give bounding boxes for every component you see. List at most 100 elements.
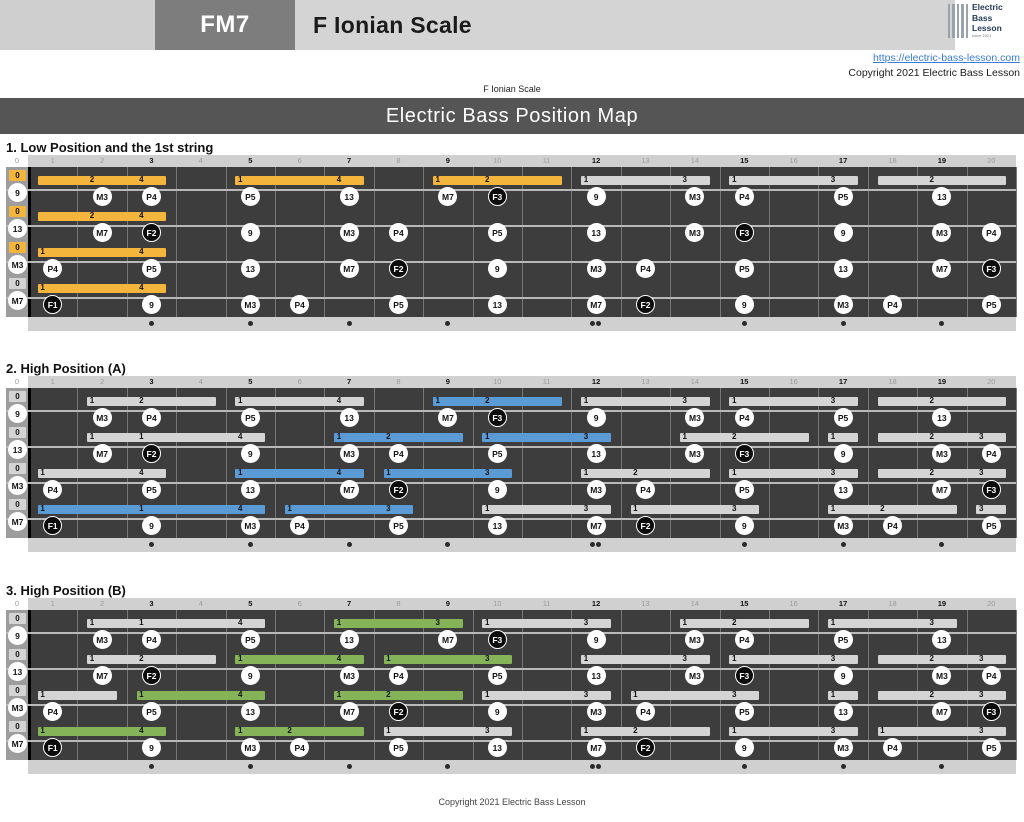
string-line-1 [6,189,1016,191]
open-string-badge-2: 0 [9,649,26,660]
fret-number-15: 15 [740,156,749,165]
finger-number: 3 [978,468,984,477]
finger-number: 4 [139,247,144,256]
fret-line-9 [472,388,474,538]
fret-line-2 [126,610,128,760]
inlay-dot-9 [445,764,451,769]
string-line-2 [6,446,1016,448]
fret-number-1: 1 [50,599,55,608]
note-marker-P5: P5 [389,295,408,314]
finger-number: 1 [139,432,144,441]
open-string-badge-4: 0 [9,499,26,510]
finger-number: 1 [237,175,243,184]
logo-line-2: Bass [972,12,993,23]
note-marker-9: 9 [142,295,161,314]
fret-line-14 [719,610,721,760]
inlay-dot-12-2 [595,321,601,326]
finger-number: 3 [682,175,687,184]
finger-number: 3 [583,504,589,513]
fret-number-14: 14 [690,377,700,386]
logo-strings-icon [948,4,969,38]
finger-number: 2 [929,396,934,405]
note-marker-F2: F2 [389,480,408,499]
fret-number-12: 12 [591,377,601,386]
section-title: 2. High Position (A) [6,361,126,376]
open-string-note-3: M3 [8,476,27,495]
fret-number-strip-bg [28,376,1016,388]
fret-number-18: 18 [888,156,897,165]
fret-line-15 [769,388,770,538]
note-marker-9: 9 [240,444,260,463]
note-marker-P5: P5 [142,702,161,721]
note-marker-9: 9 [586,630,606,649]
fret-number-5: 5 [248,377,253,386]
finger-number: 1 [386,726,391,735]
fret-number-3: 3 [149,156,154,165]
finger-number: 1 [237,468,243,477]
note-marker-F3: F3 [981,702,1001,721]
finger-number: 3 [484,654,490,663]
string-line-4 [6,297,1016,299]
string-line-4 [6,518,1016,520]
open-string-badge-4: 0 [9,721,26,732]
fret-line-3 [176,167,178,317]
website-link[interactable]: https://electric-bass-lesson.com [872,52,1020,64]
note-marker-9: 9 [833,223,853,242]
note-marker-M7: M7 [586,738,606,757]
fret-line-14 [719,167,721,317]
finger-bar-s3-1: 1 [37,690,117,700]
finger-number: 4 [237,690,243,699]
fret-number-13: 13 [641,377,650,386]
fret-number-16: 16 [789,377,798,386]
fret-line-3 [176,388,178,538]
note-marker-13: 13 [833,702,853,721]
note-marker-P5: P5 [389,738,408,757]
note-marker-P4: P4 [43,702,63,721]
finger-number: 2 [929,432,934,441]
finger-number: 2 [386,432,391,441]
finger-number: 1 [386,468,391,477]
finger-number: 2 [89,175,95,184]
finger-number: 1 [830,432,836,441]
note-marker-M3: M3 [586,480,606,499]
fret-line-18 [917,167,919,317]
note-marker-M3: M3 [932,444,952,463]
fret-line-19 [966,388,968,538]
fret-line-18 [917,610,919,760]
fret-number-11: 11 [542,156,551,165]
note-marker-13: 13 [339,187,359,206]
note-marker-9: 9 [833,444,853,463]
finger-number: 1 [89,654,95,663]
fret-number-0: 0 [14,156,20,165]
note-marker-9: 9 [586,408,606,427]
section-title: 1. Low Position and the 1st string [6,140,214,155]
finger-number: 1 [731,175,737,184]
note-marker-13: 13 [240,702,260,721]
note-marker-M7: M7 [586,516,606,535]
open-string-badge-3: 0 [9,242,26,253]
finger-number: 1 [484,618,490,627]
finger-number: 1 [484,690,490,699]
fret-line-11 [571,167,573,317]
footer-copyright: Copyright 2021 Electric Bass Lesson [438,797,586,807]
fret-line-1 [77,167,79,317]
finger-number: 2 [139,396,144,405]
fret-line-12 [620,167,622,317]
